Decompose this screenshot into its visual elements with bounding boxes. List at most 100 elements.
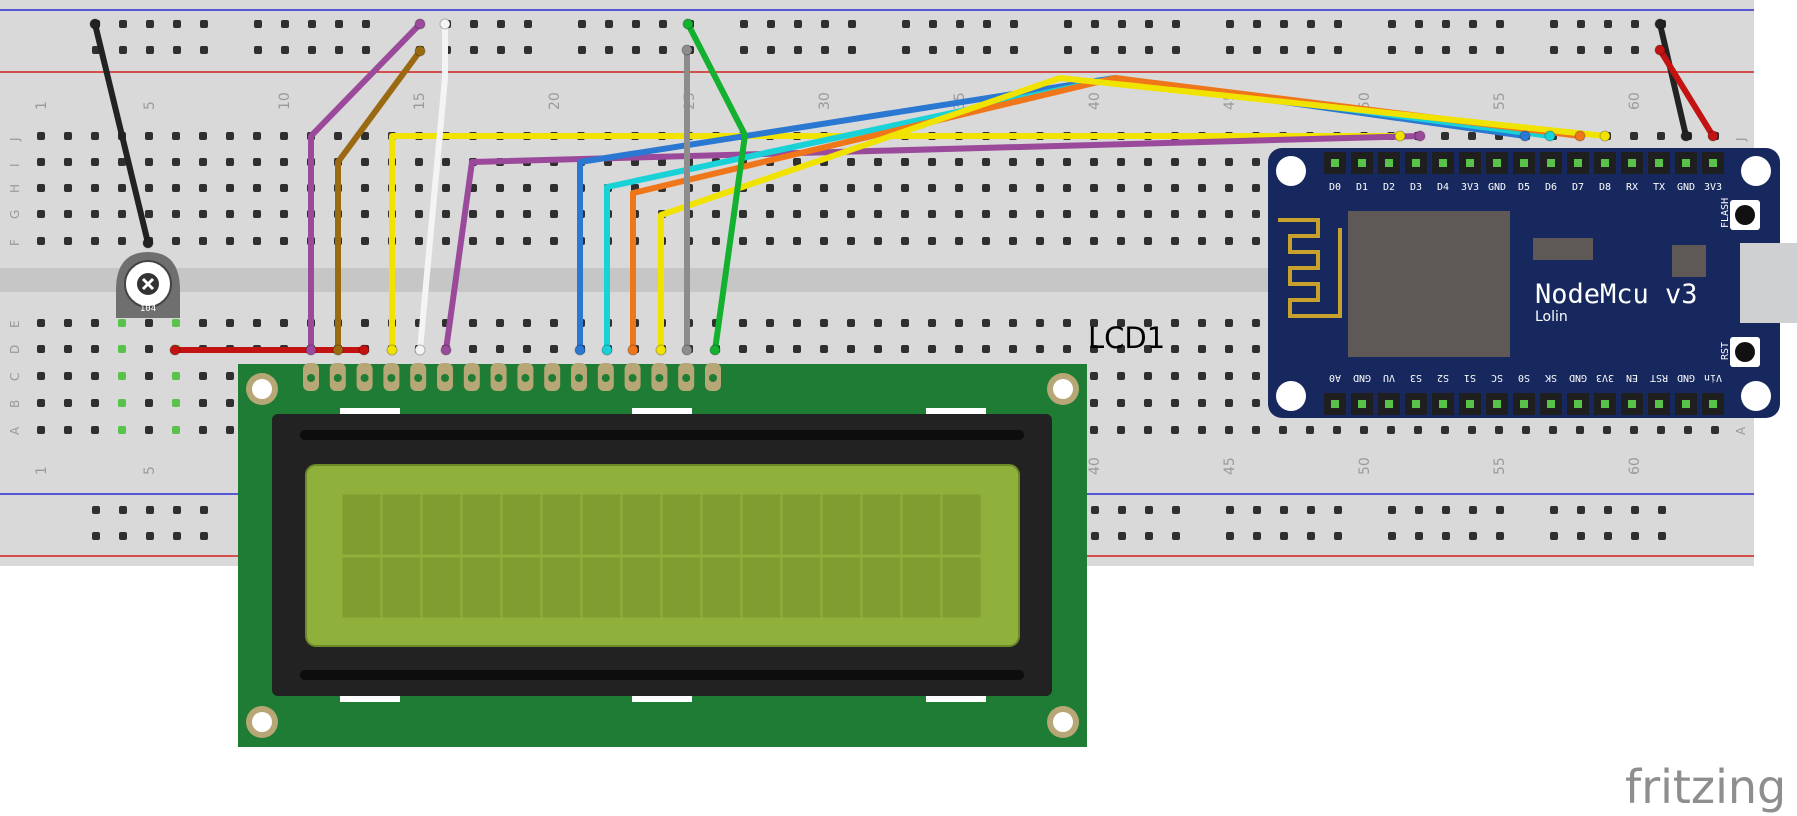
breadboard-hole [1576, 426, 1584, 434]
lcd-char-cell [862, 557, 901, 618]
rail-hole [1469, 506, 1477, 514]
bottom-pin-label: EN [1626, 372, 1638, 383]
rail-hole [335, 20, 343, 28]
breadboard-hole [955, 319, 963, 327]
wire-purple-e[interactable] [443, 133, 1423, 353]
breadboard-hole [1468, 132, 1476, 140]
breadboard-hole [523, 184, 531, 192]
rail-hole [1550, 506, 1558, 514]
rail-hole [1145, 46, 1153, 54]
wire-end [1654, 44, 1666, 56]
wire-end [1680, 130, 1692, 142]
breadboard-hole [64, 158, 72, 166]
breadboard-hole [1252, 237, 1260, 245]
lcd-char-cell [382, 494, 421, 555]
breadboard-hole [172, 132, 180, 140]
breadboard-hole [91, 319, 99, 327]
breadboard-hole [1522, 426, 1530, 434]
breadboard-hole [91, 399, 99, 407]
row-label: J [1734, 137, 1748, 142]
rail-hole [92, 506, 100, 514]
row-label: I [8, 163, 22, 167]
lcd-pin-hole [655, 374, 664, 382]
rail-hole [1091, 506, 1099, 514]
top-pin-label: D0 [1329, 182, 1341, 193]
rail-hole [929, 46, 937, 54]
breadboard-hole [766, 319, 774, 327]
rail-hole [173, 532, 181, 540]
breadboard-hole [982, 237, 990, 245]
breadboard-hole [361, 184, 369, 192]
breadboard-hole [1171, 184, 1179, 192]
breadboard-hole [145, 345, 153, 353]
rail-hole [1631, 532, 1639, 540]
rail-hole [1226, 46, 1234, 54]
breadboard-hole [118, 426, 126, 434]
rail-hole [1145, 506, 1153, 514]
rail-hole [1118, 506, 1126, 514]
breadboard-hole [739, 319, 747, 327]
breadboard-hole [901, 158, 909, 166]
rail-hole [956, 46, 964, 54]
breadboard-hole [1225, 210, 1233, 218]
rail-hole [1118, 20, 1126, 28]
breadboard-hole [1225, 158, 1233, 166]
rail-hole [200, 20, 208, 28]
rail-hole [470, 46, 478, 54]
nodemcu-subtitle: Lolin [1535, 309, 1568, 325]
breadboard-hole [226, 132, 234, 140]
wire-ground-pot[interactable] [92, 21, 151, 246]
wire-yellow-d7[interactable] [658, 75, 1608, 353]
breadboard-hole [1198, 399, 1206, 407]
breadboard-hole [226, 399, 234, 407]
wire-yellow-rs[interactable] [389, 133, 1403, 353]
breadboard-hole [739, 210, 747, 218]
breadboard-hole [1171, 426, 1179, 434]
rail-hole [1496, 20, 1504, 28]
breadboard-hole [145, 158, 153, 166]
breadboard-hole [415, 158, 423, 166]
breadboard-hole [226, 319, 234, 327]
breadboard-hole [550, 319, 558, 327]
column-label-top: 40 [1087, 92, 1103, 110]
rail-hole [254, 20, 262, 28]
rail-hole [1442, 532, 1450, 540]
breadboard-hole [928, 237, 936, 245]
rail-hole [1442, 506, 1450, 514]
lcd-module[interactable]: LCD1 [238, 321, 1165, 747]
header-pin-contact [1385, 400, 1393, 408]
rail-hole [1388, 20, 1396, 28]
breadboard-hole [1252, 426, 1260, 434]
wire-brown-vo[interactable] [335, 48, 423, 353]
breadboard-hole [1198, 158, 1206, 166]
wire-red-3v3[interactable] [1657, 47, 1716, 139]
breadboard-hole [766, 237, 774, 245]
potentiometer[interactable]: 104 [116, 252, 180, 318]
wire-end [681, 344, 693, 356]
wire-purple-vdd[interactable] [308, 21, 423, 353]
wire-white-rw[interactable] [417, 21, 448, 353]
rail-hole [1307, 532, 1315, 540]
wire-black-gnd[interactable] [1657, 21, 1689, 139]
column-label-top: 5 [142, 101, 158, 110]
header-pin-contact [1520, 400, 1528, 408]
rail-hole [1253, 20, 1261, 28]
wire-end [414, 344, 426, 356]
lcd-char-cell [942, 494, 981, 555]
wire-end [1394, 130, 1406, 142]
wire-green-k[interactable] [685, 21, 748, 353]
wire-end [142, 237, 154, 249]
bottom-pin-label: SK [1545, 372, 1557, 383]
rail-hole [632, 46, 640, 54]
header-pin-contact [1358, 400, 1366, 408]
lcd-char-cell [462, 557, 501, 618]
breadboard-hole [1252, 319, 1260, 327]
breadboard-hole [91, 372, 99, 380]
rail-hole [1118, 46, 1126, 54]
breadboard-hole [955, 237, 963, 245]
rail-hole [740, 46, 748, 54]
breadboard-hole [145, 319, 153, 327]
bottom-pin-label: GND [1353, 372, 1371, 383]
rail-hole [335, 46, 343, 54]
